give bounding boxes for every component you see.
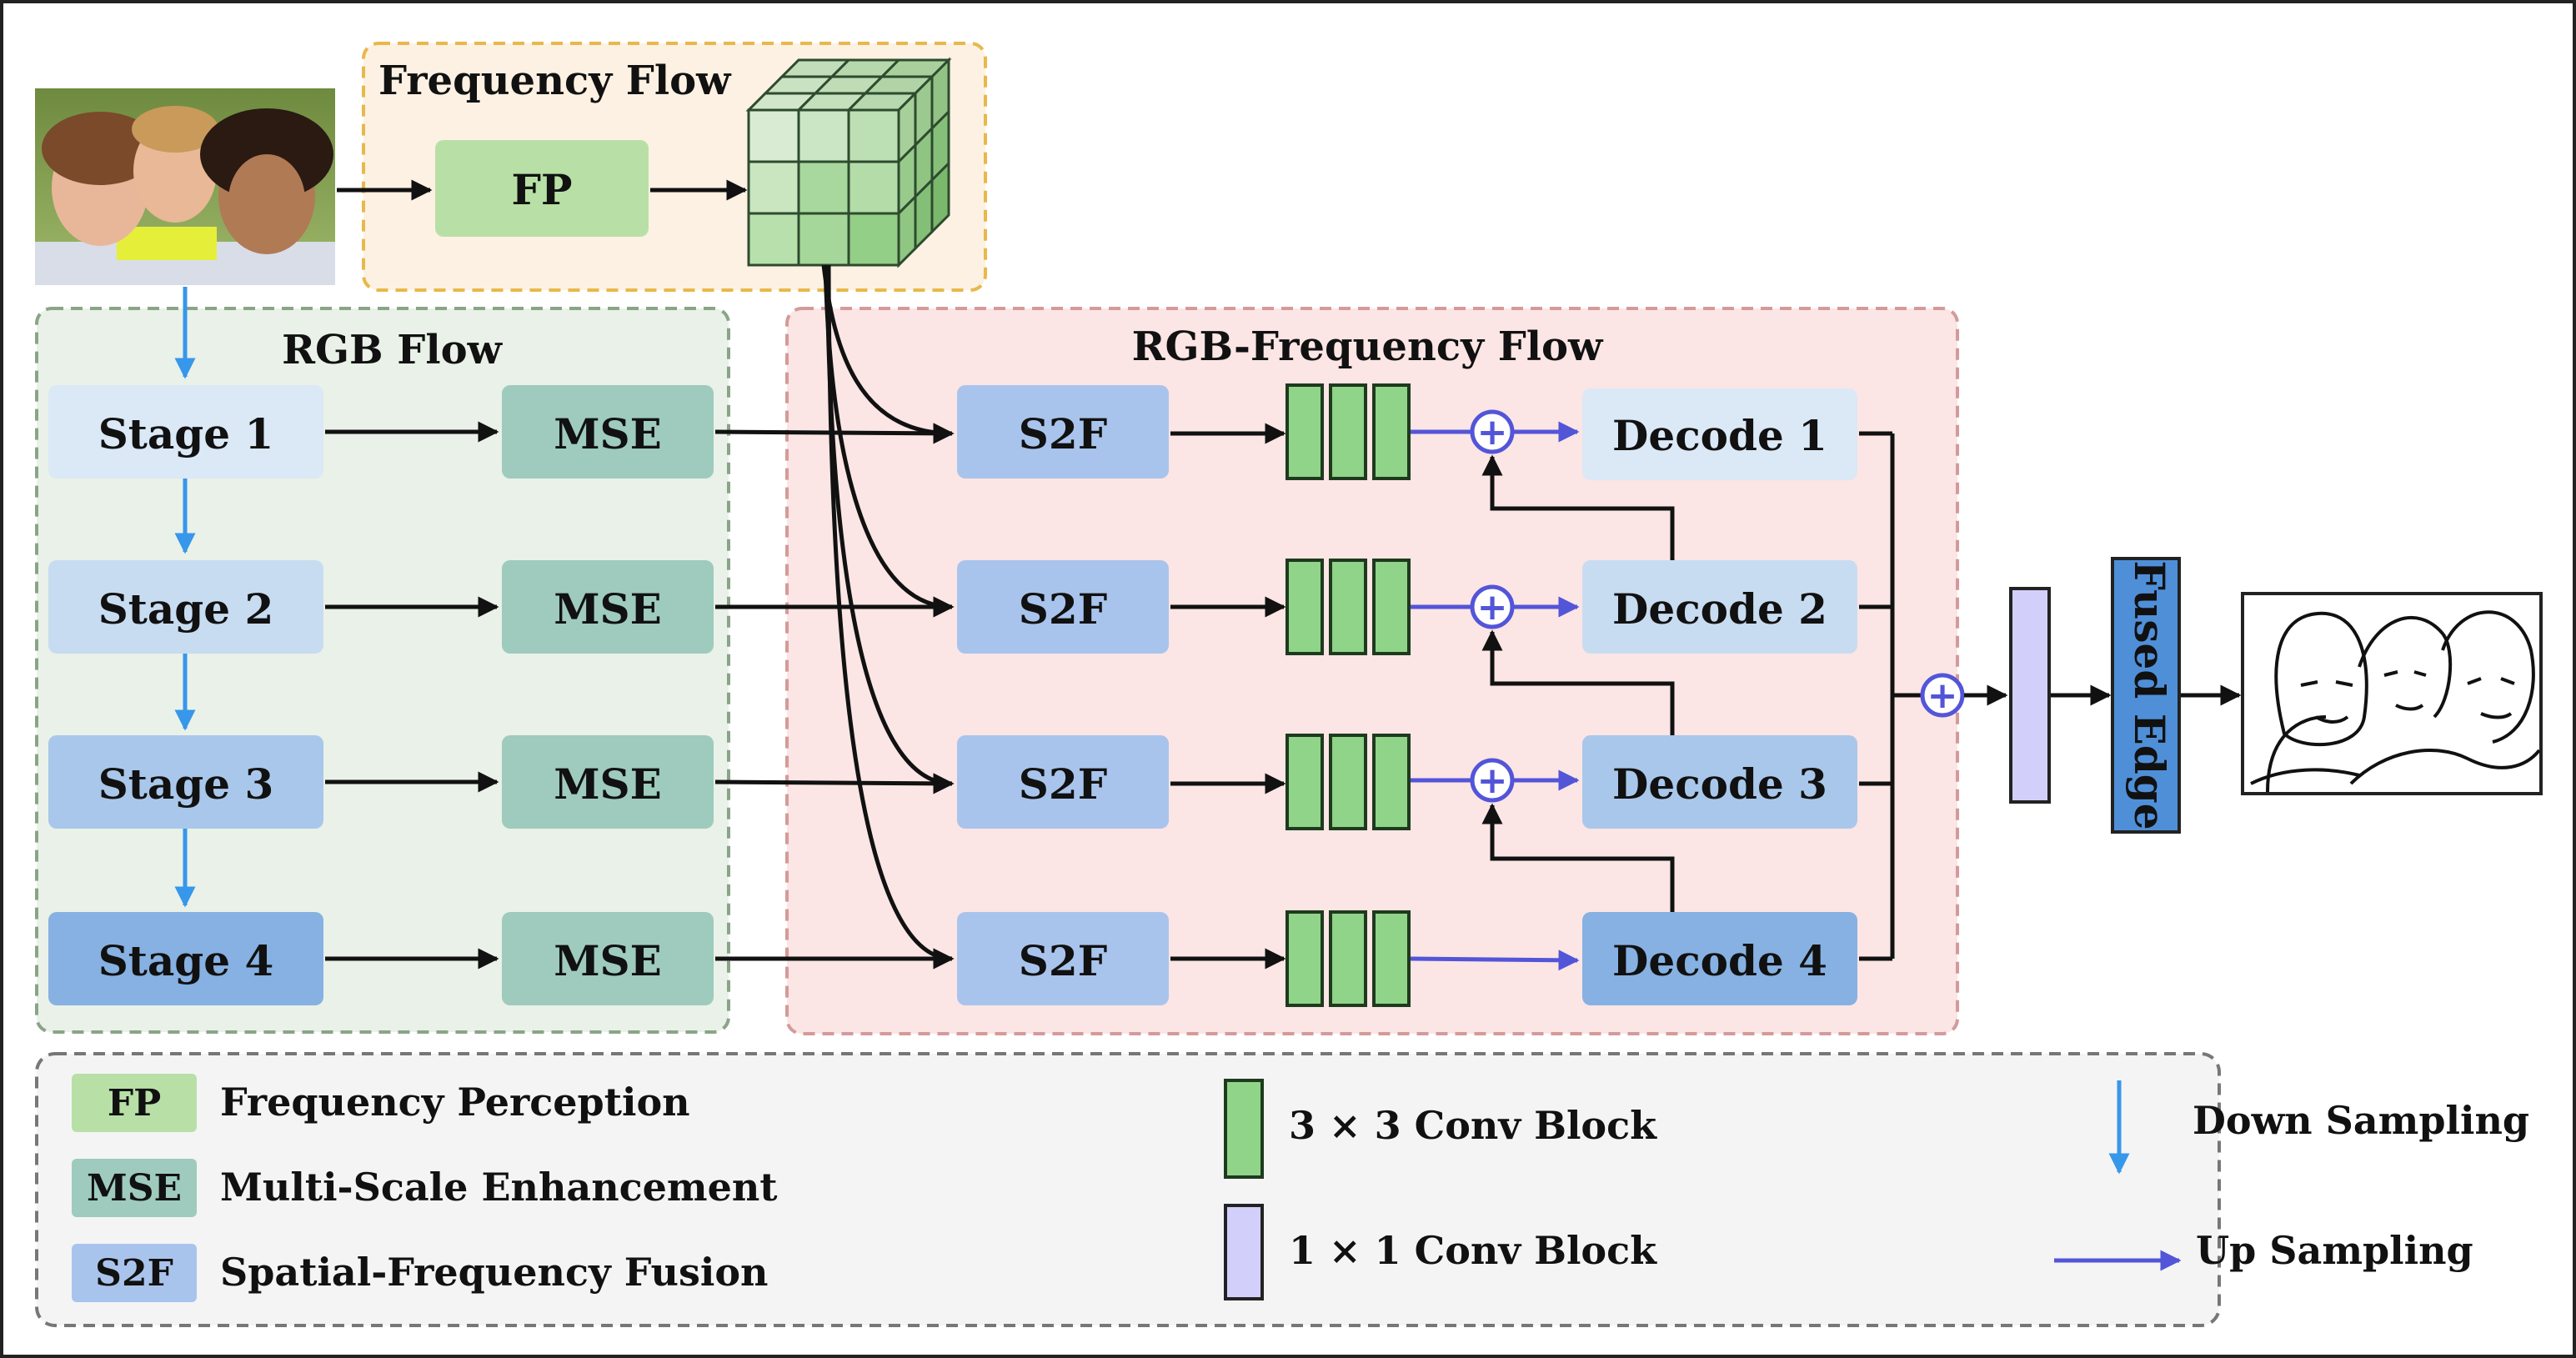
stage-3: Stage 3: [48, 735, 323, 829]
decode-3: Decode 3: [1582, 735, 1857, 829]
rgb-flow-group: [35, 307, 730, 1034]
legend-conv3-label: 3 × 3 Conv Block: [1289, 1103, 1657, 1148]
conv-stack-3: [1285, 734, 1411, 830]
legend-s2f-desc: Spatial-Frequency Fusion: [220, 1250, 769, 1295]
svg-text:S2F: S2F: [1019, 584, 1107, 634]
svg-text:FP: FP: [511, 165, 572, 214]
svg-text:FP: FP: [108, 1082, 161, 1125]
svg-text:MSE: MSE: [554, 584, 662, 634]
legend-fp-desc: Frequency Perception: [220, 1080, 690, 1125]
svg-text:Decode 2: Decode 2: [1612, 584, 1827, 634]
svg-text:S2F: S2F: [1019, 759, 1107, 809]
input-photo: [35, 88, 335, 285]
frequency-feature-cube: [745, 57, 952, 268]
svg-text:S2F: S2F: [95, 1252, 173, 1295]
svg-text:S2F: S2F: [1019, 936, 1107, 985]
conv-stack-1: [1285, 383, 1411, 480]
s2f-3: S2F: [957, 735, 1169, 829]
svg-text:Stage 3: Stage 3: [98, 759, 274, 809]
legend-fp-swatch: FP: [72, 1074, 197, 1132]
legend-panel: [35, 1052, 2221, 1327]
conv1x1-block: [2009, 587, 2051, 804]
output-edge-map: [2241, 592, 2543, 795]
s2f-2: S2F: [957, 560, 1169, 654]
decode-4: Decode 4: [1582, 912, 1857, 1005]
decode-1: Decode 1: [1582, 388, 1857, 480]
s2f-1: S2F: [957, 385, 1169, 479]
svg-text:+: +: [1477, 586, 1508, 629]
add-op-final: +: [1920, 673, 1965, 718]
legend-mse-desc: Multi-Scale Enhancement: [220, 1165, 778, 1210]
svg-text:Stage 2: Stage 2: [98, 584, 274, 634]
svg-text:Stage 1: Stage 1: [98, 409, 274, 459]
svg-text:Decode 3: Decode 3: [1612, 759, 1827, 809]
svg-text:Decode 1: Decode 1: [1612, 411, 1827, 460]
svg-text:Fused Edge: Fused Edge: [2125, 560, 2174, 829]
svg-text:+: +: [1477, 759, 1508, 802]
rgb-flow-title: RGB Flow: [282, 327, 503, 373]
s2f-4: S2F: [957, 912, 1169, 1005]
rgb-frequency-flow-title: RGB-Frequency Flow: [1132, 323, 1604, 370]
conv-stack-2: [1285, 559, 1411, 655]
svg-text:Decode 4: Decode 4: [1612, 936, 1827, 985]
svg-text:+: +: [1477, 411, 1508, 454]
mse-4: MSE: [502, 912, 714, 1005]
mse-3: MSE: [502, 735, 714, 829]
legend-s2f-swatch: S2F: [72, 1244, 197, 1302]
legend-down-label: Down Sampling: [2193, 1098, 2529, 1143]
mse-1: MSE: [502, 385, 714, 479]
svg-text:MSE: MSE: [87, 1167, 182, 1210]
svg-text:MSE: MSE: [554, 759, 662, 809]
mse-2: MSE: [502, 560, 714, 654]
svg-text:S2F: S2F: [1019, 409, 1107, 459]
stage-2: Stage 2: [48, 560, 323, 654]
conv-stack-4: [1285, 910, 1411, 1007]
svg-text:MSE: MSE: [554, 936, 662, 985]
legend-mse-swatch: MSE: [72, 1159, 197, 1217]
legend-up-label: Up Sampling: [2196, 1228, 2473, 1273]
legend-conv1-label: 1 × 1 Conv Block: [1289, 1228, 1657, 1273]
add-op-2: +: [1470, 584, 1515, 629]
svg-text:+: +: [1927, 674, 1958, 717]
stage-1: Stage 1: [48, 385, 323, 479]
legend-conv1-swatch: [1224, 1204, 1264, 1300]
stage-4: Stage 4: [48, 912, 323, 1005]
add-op-3: +: [1470, 758, 1515, 803]
fp-block: FP: [435, 140, 649, 237]
svg-text:Stage 4: Stage 4: [98, 936, 274, 985]
decode-2: Decode 2: [1582, 560, 1857, 654]
fused-edge-block: Fused Edge: [2111, 557, 2181, 834]
frequency-flow-title: Frequency Flow: [378, 58, 732, 104]
svg-text:MSE: MSE: [554, 409, 662, 459]
rgb-frequency-flow-group: [785, 307, 1959, 1035]
add-op-1: +: [1470, 409, 1515, 454]
legend-conv3-swatch: [1224, 1079, 1264, 1179]
